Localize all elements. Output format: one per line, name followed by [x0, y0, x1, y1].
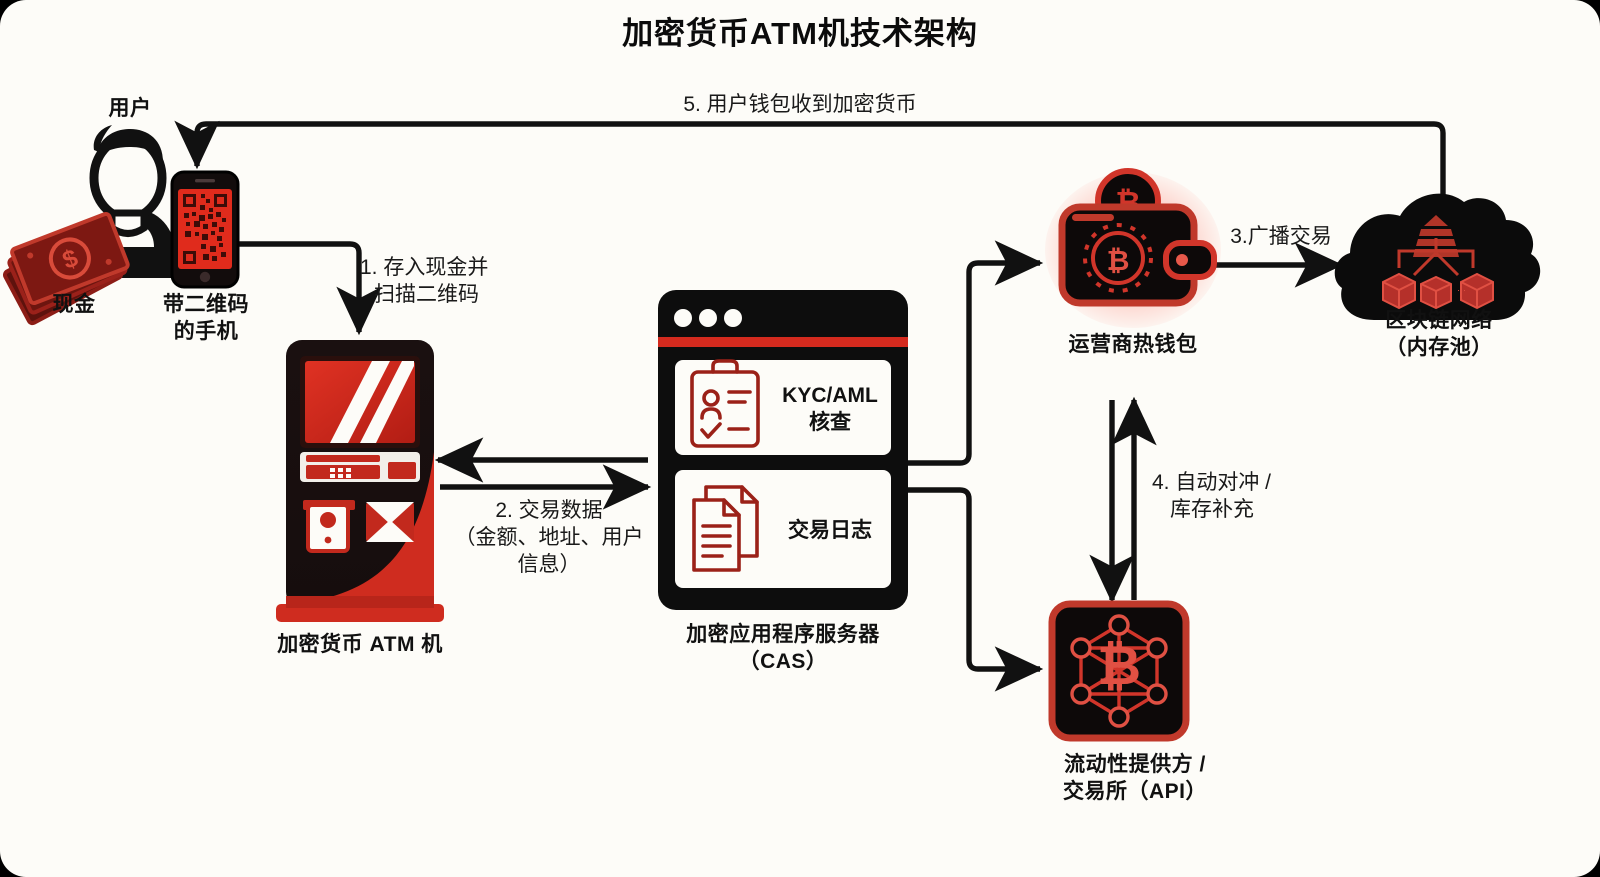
phone-label: 带二维码 的手机	[131, 292, 281, 346]
kyc-aml-title-line2: 核查	[809, 410, 851, 434]
liquidity-label-line2: 交易所（API）	[1062, 779, 1207, 803]
step1-label: 1. 存入现金并 扫描二维码	[360, 255, 550, 309]
atm-label: 加密货币 ATM 机	[277, 633, 443, 656]
step4-line1: 4. 自动对冲 /	[1152, 471, 1272, 494]
svg-text:₿: ₿	[1115, 185, 1140, 220]
server-stack-icon	[1413, 215, 1459, 257]
arrow-cas-to-liquidity	[908, 487, 1044, 692]
svg-text:$: $	[59, 244, 82, 275]
liquidity-label-line1: 流动性提供方 /	[1064, 753, 1206, 776]
phone-label-line1: 带二维码	[163, 293, 249, 316]
blockchain-label: 区块链网络 （内存池）	[1330, 308, 1548, 362]
step4-line2: 库存补充	[1170, 497, 1254, 521]
step2-line2: （金额、地址、用户	[454, 525, 644, 549]
kyc-aml-card-title: KYC/AML 核查	[770, 383, 890, 437]
step2-line3: 信息）	[517, 552, 581, 576]
liquidity-label: 流动性提供方 / 交易所（API）	[1010, 752, 1260, 806]
cas-label: 加密应用程序服务器 （CAS）	[648, 622, 918, 676]
tx-log-card-title: 交易日志	[788, 519, 872, 542]
clipboard-check-icon	[690, 359, 760, 448]
hot-wallet-label: 运营商热钱包	[1068, 333, 1198, 356]
user-avatar-icon	[84, 125, 176, 278]
step1-line1: 1. 存入现金并	[360, 256, 489, 279]
cas-label-line1: 加密应用程序服务器	[686, 623, 880, 646]
cash-label: 现金	[52, 293, 96, 316]
bitcoin-network-icon: ₿	[1048, 600, 1190, 742]
user-label: 用户	[108, 97, 152, 120]
step4-label: 4. 自动对冲 / 库存补充	[1152, 470, 1332, 524]
step3-label: 3.广播交易	[1230, 225, 1332, 248]
step2-line1: 2. 交易数据	[495, 499, 603, 522]
cloud-blockchain-icon: ···	[1334, 193, 1541, 320]
cas-label-line2: （CAS）	[738, 649, 828, 673]
kyc-aml-title-line1: KYC/AML	[782, 384, 878, 407]
step5-label: 5. 用户钱包收到加密货币	[683, 93, 917, 116]
documents-icon	[692, 485, 759, 572]
step1-line2: 扫描二维码	[374, 282, 479, 306]
phone-qr-icon	[170, 170, 240, 289]
arrow-cas-to-wallet	[908, 240, 1044, 466]
page-title: 加密货币ATM机技术架构	[622, 16, 978, 51]
crypto-atm-icon	[276, 340, 444, 622]
bitcoin-wallet-icon: ₿ ₿	[1045, 168, 1221, 328]
phone-label-line2: 的手机	[173, 319, 239, 343]
block-cube-icon	[1382, 272, 1494, 310]
svg-text:₿: ₿	[1097, 636, 1141, 696]
arrow-step5	[174, 120, 1446, 212]
svg-text:₿: ₿	[1107, 245, 1130, 276]
svg-text:···: ···	[1457, 285, 1466, 295]
step2-label: 2. 交易数据 （金额、地址、用户 信息）	[434, 498, 664, 579]
blockchain-label-line1: 区块链网络	[1385, 309, 1493, 332]
server-window-icon	[658, 290, 908, 610]
blockchain-label-line2: （内存池）	[1385, 335, 1493, 359]
